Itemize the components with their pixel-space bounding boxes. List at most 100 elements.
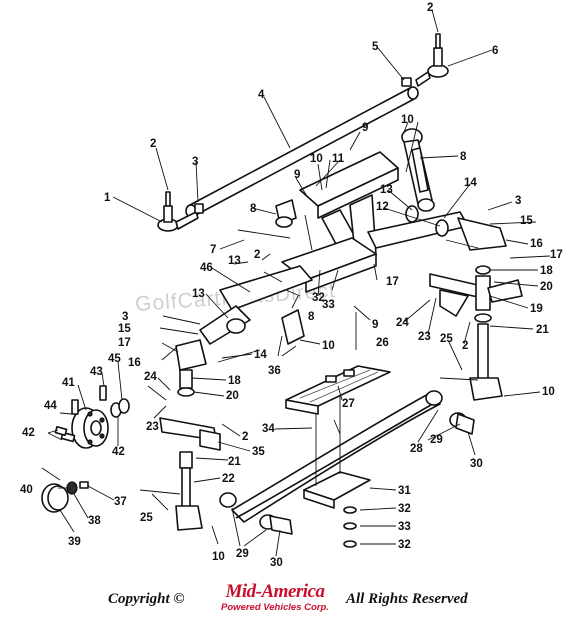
- callout-2: 2: [150, 138, 156, 150]
- copyright-label: Copyright ©: [108, 591, 185, 607]
- callout-26: 26: [376, 337, 389, 349]
- brand-subtitle: Powered Vehicles Corp.: [221, 602, 329, 613]
- lower-spring-plate: [303, 396, 371, 548]
- callout-16: 16: [128, 357, 141, 369]
- callout-20: 20: [226, 390, 239, 402]
- callout-8: 8: [250, 203, 257, 215]
- callout-15: 15: [520, 215, 533, 227]
- callout-28: 28: [410, 443, 423, 455]
- callout-19: 19: [530, 303, 543, 315]
- callout-10: 10: [310, 153, 323, 165]
- callout-10: 10: [322, 340, 335, 352]
- callout-21: 21: [228, 456, 241, 468]
- callout-23: 23: [418, 331, 431, 343]
- callout-18: 18: [228, 375, 241, 387]
- callout-5: 5: [372, 41, 379, 53]
- callout-41: 41: [62, 377, 75, 389]
- callout-42: 42: [22, 427, 35, 439]
- callout-14: 14: [254, 349, 267, 361]
- callout-39: 39: [68, 536, 81, 548]
- callout-14: 14: [464, 177, 477, 189]
- front-suspension-exploded-diagram: 1 2 2 2 2 2 3 3 3 4 5 6 7 8 8 8 9 9 9 10…: [20, 2, 563, 569]
- callout-4: 4: [258, 89, 265, 101]
- brand-name: Mid-America: [225, 581, 326, 602]
- callout-33: 33: [322, 299, 335, 311]
- callout-15: 15: [118, 323, 131, 335]
- callout-24: 24: [396, 317, 409, 329]
- callout-17: 17: [118, 337, 131, 349]
- callout-6: 6: [492, 45, 498, 57]
- shock-absorber: [401, 128, 435, 212]
- callout-37: 37: [114, 496, 127, 508]
- callout-10: 10: [542, 386, 555, 398]
- callout-9: 9: [372, 319, 378, 331]
- callout-24: 24: [144, 371, 157, 383]
- center-frame-mount: [281, 151, 399, 293]
- callout-34: 34: [262, 423, 275, 435]
- tie-rod-end-right: [401, 33, 449, 87]
- callout-13: 13: [192, 288, 205, 300]
- callout-23: 23: [146, 421, 159, 433]
- callout-12: 12: [376, 201, 389, 213]
- callout-11: 11: [332, 153, 345, 165]
- callout-2: 2: [427, 2, 433, 14]
- callout-labels: 1 2 2 2 2 2 3 3 3 4 5 6 7 8 8 8 9 9 9 10…: [20, 2, 563, 569]
- callout-10: 10: [212, 551, 225, 563]
- callout-2: 2: [242, 431, 248, 443]
- brand-logo: Mid-America Powered Vehicles Corp.: [210, 582, 340, 618]
- callout-1: 1: [104, 192, 111, 204]
- leaf-spring: [219, 390, 475, 535]
- callout-8: 8: [460, 151, 467, 163]
- left-control-arm: [199, 265, 313, 345]
- callout-42: 42: [112, 446, 125, 458]
- callout-10: 10: [401, 114, 414, 126]
- wheel-hub: [54, 385, 130, 449]
- callout-21: 21: [536, 324, 549, 336]
- rights-label: All Rights Reserved: [346, 591, 468, 607]
- copyright-footer: Copyright © Mid-America Powered Vehicles…: [0, 582, 580, 618]
- callout-17: 17: [550, 249, 563, 261]
- callout-9: 9: [362, 122, 368, 134]
- callout-32: 32: [398, 503, 411, 515]
- callout-44: 44: [44, 400, 57, 412]
- callout-13: 13: [228, 255, 241, 267]
- callout-45: 45: [108, 353, 121, 365]
- callout-29: 29: [430, 434, 443, 446]
- callout-32: 32: [312, 292, 325, 304]
- callout-31: 31: [398, 485, 411, 497]
- callout-16: 16: [530, 238, 543, 250]
- parts-layer: [41, 33, 523, 548]
- callout-25: 25: [140, 512, 153, 524]
- callout-3: 3: [122, 311, 128, 323]
- callout-43: 43: [90, 366, 103, 378]
- upper-bushing-left: [275, 199, 297, 228]
- callout-2: 2: [462, 340, 468, 352]
- spring-plate: [285, 365, 391, 415]
- callout-32: 32: [398, 539, 411, 551]
- callout-40: 40: [20, 484, 33, 496]
- callout-36: 36: [268, 365, 281, 377]
- callout-8: 8: [308, 311, 315, 323]
- callout-3: 3: [515, 195, 521, 207]
- callout-30: 30: [470, 458, 483, 470]
- tie-rod: [185, 86, 419, 218]
- right-spindle: [429, 265, 523, 401]
- callout-3: 3: [192, 156, 198, 168]
- callout-27: 27: [342, 398, 355, 410]
- callout-18: 18: [540, 265, 553, 277]
- callout-35: 35: [252, 446, 265, 458]
- callout-33: 33: [398, 521, 411, 533]
- callout-29: 29: [236, 548, 249, 560]
- callout-38: 38: [88, 515, 101, 527]
- tie-rod-end-left: [157, 191, 204, 232]
- callout-25: 25: [440, 333, 453, 345]
- callout-17: 17: [386, 276, 399, 288]
- callout-30: 30: [270, 557, 283, 569]
- callout-13: 13: [380, 184, 393, 196]
- leader-lines: [47, 9, 551, 557]
- callout-9: 9: [294, 169, 300, 181]
- callout-22: 22: [222, 473, 235, 485]
- left-spindle: [159, 339, 221, 531]
- callout-20: 20: [540, 281, 553, 293]
- right-control-arm: [367, 205, 507, 251]
